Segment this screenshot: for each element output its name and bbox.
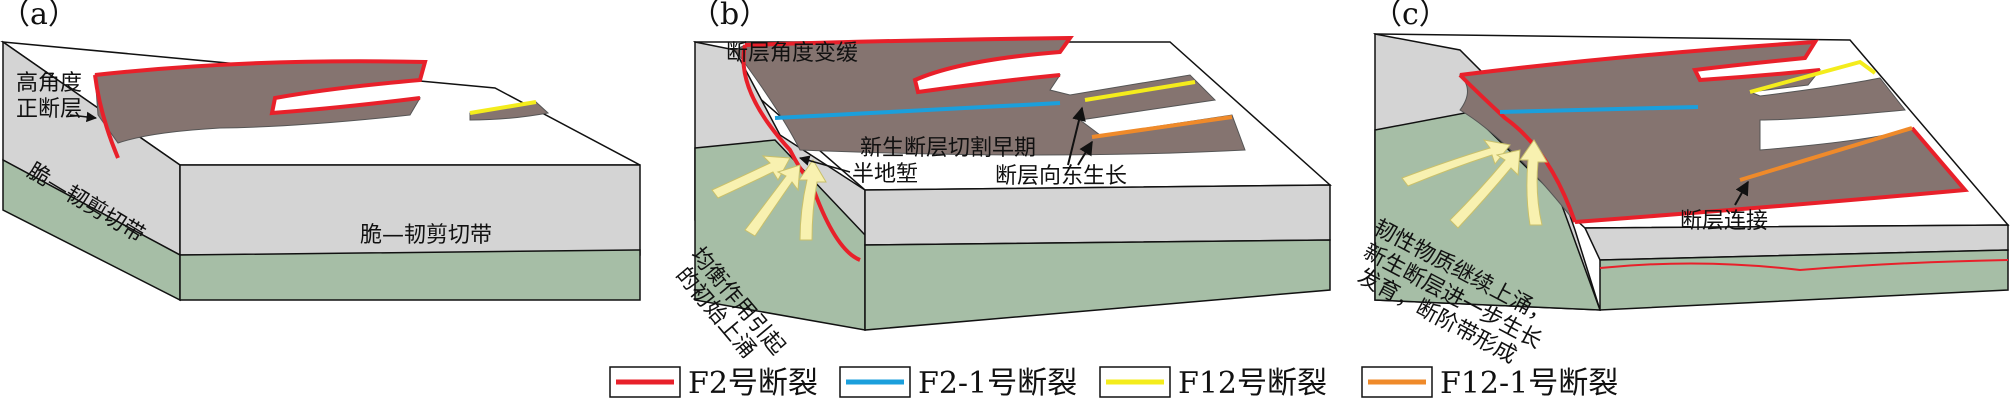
panel-b-grow-arrow-lower [1077, 140, 1093, 166]
panel-c-fault-f12 [1749, 59, 1877, 94]
panel-b-half-graben-arrow [798, 155, 851, 173]
panel-c-connection-arrow [1734, 180, 1749, 206]
panel-a-front-lower-layer [179, 249, 641, 301]
legend-label-f2: F2号断裂 [688, 366, 818, 401]
panel-b-front-side [864, 184, 1331, 246]
panel-b-half-graben: 半地堑 [852, 162, 918, 187]
panel-a-fault-f12 [469, 100, 537, 115]
panel-b-angle-slows: 断层角度变缓 [726, 41, 858, 66]
panel-a-high-angle-line1: 高角度 [16, 71, 82, 96]
panel-b-fault-f2 [741, 35, 1074, 262]
panel-b-grow-east: 断层向东生长 [995, 164, 1127, 189]
panel-a: （a） 高角度 正断层 脆—韧剪切带 脆—韧剪切带 [0, 0, 641, 302]
panel-b-label: （b） [690, 0, 769, 32]
panel-a-basin-small [469, 101, 550, 121]
panel-c-fault-f2-1 [1499, 105, 1699, 114]
panel-b-fault-f12 [1084, 80, 1196, 102]
panel-c-upwelling-arrows [1401, 139, 1548, 229]
panel-a-high-angle-line2: 正断层 [16, 97, 82, 122]
panel-c: （c） 断层连接 韧性物质继续上涌， 新生断层进一步生长 发育，断阶带形成 [1353, 0, 2010, 369]
panel-c-front-layer-line [1599, 259, 2009, 272]
panel-c-left-lower-layer [1374, 111, 1602, 311]
panel-a-fault-f2 [93, 59, 428, 159]
panel-a-front-shear-zone: 脆—韧剪切带 [360, 223, 492, 248]
panel-b-new-cut: 新生断层切割早期 [860, 136, 1036, 161]
panel-c-front-lower-layer [1599, 249, 2009, 311]
legend: F2号断裂 F2-1号断裂 F12号断裂 F12-1号断裂 [609, 366, 1618, 401]
panel-c-connection: 断层连接 [1680, 209, 1768, 234]
panel-c-label: （c） [1372, 0, 1449, 32]
panel-b-upwelling-arrows [711, 155, 827, 241]
panel-b-fault-f12-1 [1091, 115, 1233, 139]
panel-b-front-lower-layer [864, 239, 1331, 331]
panel-c-fault-f2 [1458, 39, 1970, 224]
panel-c-fault-f12-1 [1739, 126, 1913, 182]
legend-label-f12-1: F12-1号断裂 [1440, 366, 1618, 401]
panel-a-label: （a） [0, 0, 78, 32]
legend-label-f2-1: F2-1号断裂 [918, 366, 1077, 401]
panel-b-grow-arrow-upper [1067, 106, 1086, 166]
panel-b-fault-f2-1 [774, 101, 1061, 120]
panel-b: （b） 断层角度变缓 新生断层切割早期 半地堑 断层向东生长 均衡作 [670, 0, 1332, 363]
legend-label-f12: F12号断裂 [1178, 366, 1327, 401]
panel-a-label-arrow [69, 111, 98, 123]
